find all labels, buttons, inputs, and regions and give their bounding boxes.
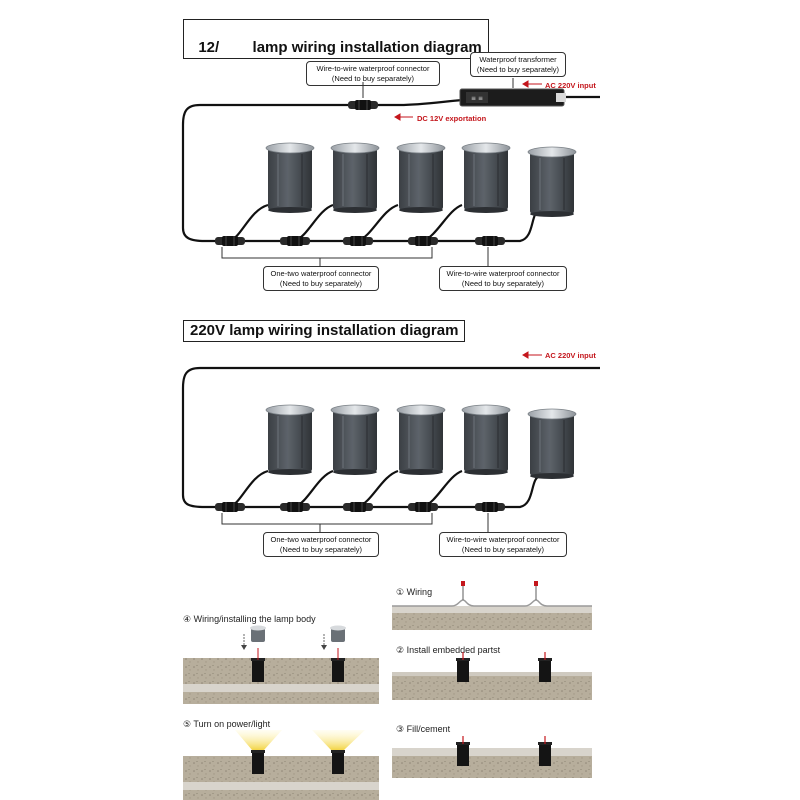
top-connector-callout: Wire-to-wire waterproof connector (Need … (306, 61, 440, 86)
diagram1-wire-to-wire-callout: Wire-to-wire waterproof connector (Need … (439, 266, 567, 291)
callout-line: (Need to buy separately) (461, 278, 545, 288)
callout-line: (Need to buy separately) (331, 73, 415, 83)
diagram1-lamps (265, 142, 577, 218)
transformer-callout: Waterproof transformer (Need to buy sepa… (470, 52, 566, 77)
top-wire-connector (347, 99, 379, 111)
step3-illustration (392, 736, 592, 778)
lamp-2 (330, 142, 380, 214)
lamp-5 (527, 146, 577, 218)
diagram1-title: 12/ lamp wiring installation diagram (183, 19, 489, 59)
diagram1-ac-input: AC 220V input (545, 81, 596, 90)
light-beam (235, 730, 282, 750)
step5-label: ⑤ Turn on power/light (183, 719, 271, 729)
diagram2-red-arrow (522, 351, 542, 359)
callout-line: (Need to buy separately) (476, 64, 560, 74)
lamp-4 (461, 142, 511, 214)
diagram2-ac-input: AC 220V input (545, 351, 596, 360)
step2-illustration (392, 652, 592, 700)
step1-illustration (392, 581, 592, 630)
callout-line: (Need to buy separately) (279, 544, 363, 554)
diagram2-wire-to-wire-callout: Wire-to-wire waterproof connector (Need … (439, 532, 567, 557)
diagram1-one-two-callout: One-two waterproof connector (Need to bu… (263, 266, 379, 291)
callout-line: Waterproof transformer (479, 55, 557, 64)
step4-illustration (183, 625, 379, 704)
step2-label: ② Install embedded partst (396, 645, 501, 655)
diagram1-dc-output: DC 12V exportation (417, 114, 487, 123)
lamp-3 (396, 142, 446, 214)
callout-line: Wire-to-wire waterproof connector (446, 535, 560, 544)
step1-label: ① Wiring (396, 587, 433, 597)
step4-label: ④ Wiring/installing the lamp body (183, 614, 316, 624)
svg-text:≡ ≡: ≡ ≡ (471, 95, 483, 102)
diagram1-red-arrows (394, 80, 542, 121)
diagram2-title: 220V lamp wiring installation diagram (183, 320, 466, 342)
diagram1-title-part1: 12/ (198, 39, 220, 56)
callout-line: Wire-to-wire waterproof connector (446, 269, 560, 278)
step5-illustration (183, 730, 379, 800)
light-beam (312, 730, 365, 750)
callout-line: (Need to buy separately) (279, 278, 363, 288)
callout-line: Wire-to-wire waterproof connector (316, 64, 430, 73)
diagram2-brackets (221, 513, 489, 532)
diagram2-one-two-callout: One-two waterproof connector (Need to bu… (263, 532, 379, 557)
callout-line: One-two waterproof connector (270, 535, 372, 544)
lamp-1 (265, 142, 315, 214)
diagram2-lamps (265, 404, 577, 480)
diagram1-brackets (221, 78, 514, 266)
waterproof-transformer: ≡ ≡ (459, 88, 566, 107)
callout-line: One-two waterproof connector (270, 269, 372, 278)
step3-label: ③ Fill/cement (396, 724, 451, 734)
diagram1-title-part2: lamp wiring installation diagram (252, 39, 482, 56)
callout-line: (Need to buy separately) (461, 544, 545, 554)
